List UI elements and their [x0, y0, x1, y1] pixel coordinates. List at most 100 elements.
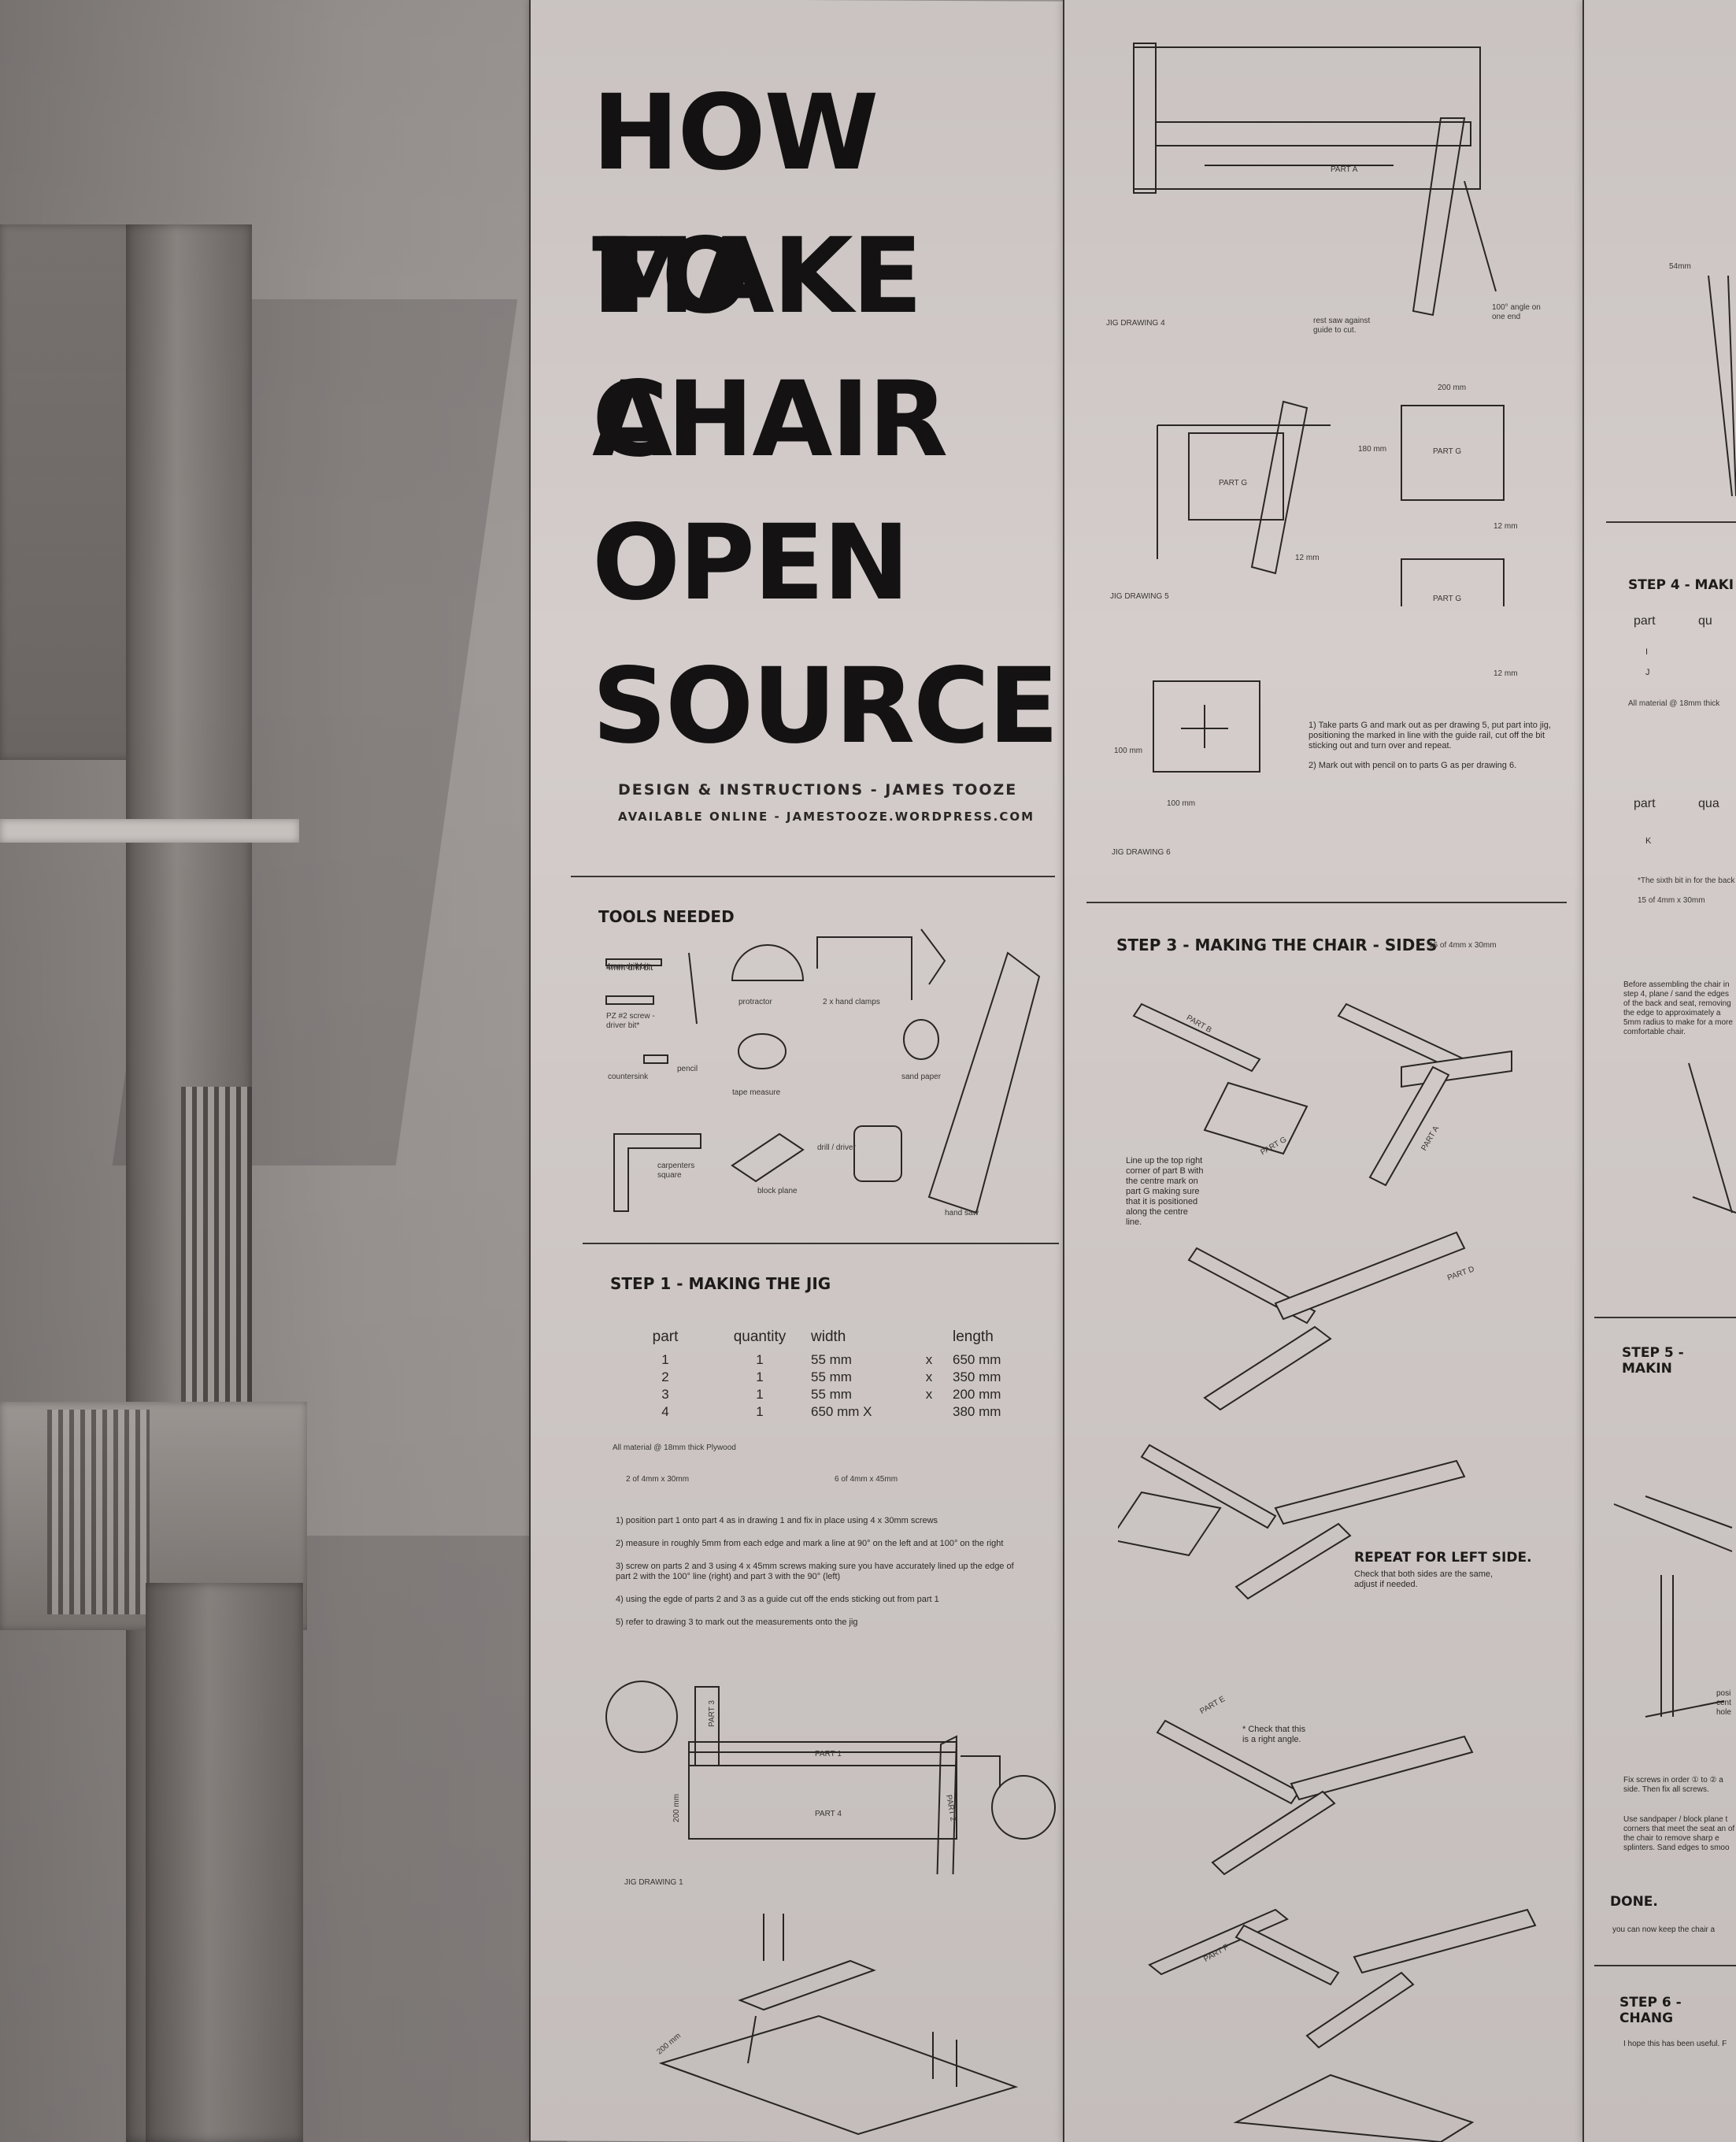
cell-width: 650 mm X: [811, 1404, 872, 1419]
cell-length: 650 mm: [953, 1352, 1001, 1367]
cell-part: 3: [661, 1387, 669, 1402]
panel3-step5-illustration: [1613, 1495, 1733, 1718]
dimension-label: 12 mm: [1494, 522, 1518, 531]
title-line: CHAIR: [592, 359, 948, 480]
jig-drawing-6: [1153, 680, 1260, 773]
done-heading: DONE.: [1610, 1894, 1658, 1910]
table-cell: J: [1645, 668, 1650, 677]
dimension-label: 12 mm: [1494, 669, 1518, 678]
angle-note: 100° angle on one end: [1492, 303, 1541, 321]
fix-note: Fix screws in order ① to ② a side. Then …: [1623, 1776, 1723, 1794]
table-row: 3 1 55 mm x 200 mm: [622, 1386, 1039, 1403]
table-cell: I: [1645, 647, 1649, 657]
step4-table2-header: part qua: [1634, 797, 1719, 811]
repeat-note: Check that both sides are the same, adju…: [1354, 1569, 1494, 1589]
tool-label: pencil: [677, 1065, 698, 1073]
poster-title: HOW TO MAKE A CHAIR OPEN SOURCE: [592, 61, 1059, 778]
cell-qty: 1: [756, 1369, 764, 1384]
dimension-label: 100 mm: [1167, 799, 1196, 808]
cell-x: x: [925, 1352, 933, 1367]
tools-heading: TOOLS NEEDED: [598, 907, 735, 926]
col-header: width: [811, 1329, 846, 1345]
tool-label: carpenters square: [657, 1162, 695, 1180]
section-rule: [1086, 902, 1567, 903]
tool-label: block plane: [757, 1187, 798, 1195]
cell-part: 4: [661, 1404, 669, 1419]
step1-instructions: 1) position part 1 onto part 4 as in dra…: [616, 1516, 1025, 1640]
alignment-note: Line up the top right corner of part B w…: [1126, 1156, 1204, 1227]
col-header: quantity: [733, 1329, 787, 1345]
step1-heading: STEP 1 - MAKING THE JIG: [610, 1274, 831, 1293]
jig-drawing-4: [1133, 43, 1497, 317]
instruction-item: 1) Take parts G and mark out as per draw…: [1308, 721, 1551, 750]
tool-label: countersink: [608, 1073, 649, 1081]
section-rule: [571, 876, 1055, 877]
title-line: OPEN: [592, 502, 910, 624]
panel3-step4-illustration: [1688, 1062, 1736, 1214]
step5-heading: STEP 5 - MAKIN: [1622, 1345, 1684, 1377]
screw-note: 6 of 4mm x 45mm: [835, 1475, 898, 1484]
screw-note: 15 of 4mm x 30mm: [1638, 896, 1705, 905]
panel-divider: [529, 0, 531, 2142]
cell-width: 55 mm: [811, 1387, 852, 1402]
panel-divider: [1063, 0, 1064, 2142]
tool-label: protractor: [738, 998, 772, 1006]
col-header: length: [953, 1329, 994, 1345]
dimension-label: 100 mm: [1114, 747, 1143, 755]
jig-step-notes: 1) Take parts G and mark out as per draw…: [1308, 721, 1560, 780]
dimension-label: 180 mm: [1358, 445, 1387, 454]
step4-table-header: part qu: [1634, 614, 1712, 628]
parts-table: part quantity width length 1 1 55 mm x 6…: [622, 1323, 1039, 1421]
tool-label: drill / driver: [817, 1143, 856, 1152]
col-header: part: [652, 1329, 679, 1345]
col-header: part: [1634, 614, 1656, 628]
section-rule: [1594, 1317, 1736, 1318]
panel3-top-illustration: [1708, 275, 1736, 497]
dimension-label: 200 mm: [1438, 384, 1467, 392]
step6-note: I hope this has been useful. F: [1623, 2040, 1727, 2048]
panel-divider: [1582, 0, 1584, 2142]
col-header: qu: [1698, 614, 1712, 628]
cell-part: 1: [661, 1352, 669, 1367]
title-line: HOW TO: [592, 72, 879, 337]
done-note: you can now keep the chair a: [1612, 1925, 1716, 1934]
jig-drawing-5: [1157, 400, 1505, 606]
part-label: PART 1: [815, 1750, 842, 1758]
tool-label: tape measure: [732, 1088, 781, 1097]
jig-drawing-1: [605, 1681, 1056, 1874]
credit-url: AVAILABLE ONLINE - JAMESTOOZE.WORDPRESS.…: [618, 810, 1035, 824]
table-cell: K: [1645, 836, 1652, 846]
tool-label: 2 x hand clamps: [823, 998, 880, 1006]
position-note: posi cent hole: [1716, 1689, 1731, 1717]
col-header: qua: [1698, 797, 1719, 810]
sand-note: Use sandpaper / block plane t corners th…: [1623, 1815, 1735, 1852]
chair-front-leg: [146, 1583, 303, 2142]
cell-qty: 1: [756, 1404, 764, 1419]
table-row: 4 1 650 mm X 380 mm: [622, 1403, 1039, 1421]
part-label: PART G: [1433, 595, 1462, 603]
screw-note: 2 of 4mm x 30mm: [626, 1475, 690, 1484]
cell-width: 55 mm: [811, 1352, 852, 1367]
instruction-item: 5) refer to drawing 3 to mark out the me…: [616, 1618, 858, 1627]
tool-label: 4mm drill bit: [606, 962, 649, 971]
part-label: PART 3: [707, 1700, 716, 1727]
part-label: PART G: [1433, 447, 1462, 456]
screw-note: 16 of 4mm x 30mm: [1429, 941, 1497, 950]
step4-heading: STEP 4 - MAKI: [1628, 577, 1734, 593]
part-label: PART G: [1219, 479, 1248, 487]
instruction-item: 4) using the egde of parts 2 and 3 as a …: [616, 1595, 939, 1604]
dimension-label: 200 mm: [672, 1793, 682, 1823]
cell-qty: 1: [756, 1352, 764, 1367]
tool-label: PZ #2 screw -driver bit*: [606, 1012, 655, 1030]
cell-x: x: [925, 1369, 933, 1384]
title-line: MAKE A: [592, 216, 923, 480]
cell-part: 2: [661, 1369, 669, 1384]
tools-illustration: 4mm drill bit: [605, 928, 1041, 1214]
col-header: part: [1634, 797, 1656, 810]
step3-heading: STEP 3 - MAKING THE CHAIR - SIDES: [1116, 936, 1438, 954]
material-note: All material @ 18mm thick Plywood: [613, 1443, 736, 1452]
cell-x: x: [925, 1387, 933, 1402]
wall-shadow: [299, 1536, 567, 2142]
instruction-item: 3) screw on parts 2 and 3 using 4 x 45mm…: [616, 1562, 1014, 1581]
